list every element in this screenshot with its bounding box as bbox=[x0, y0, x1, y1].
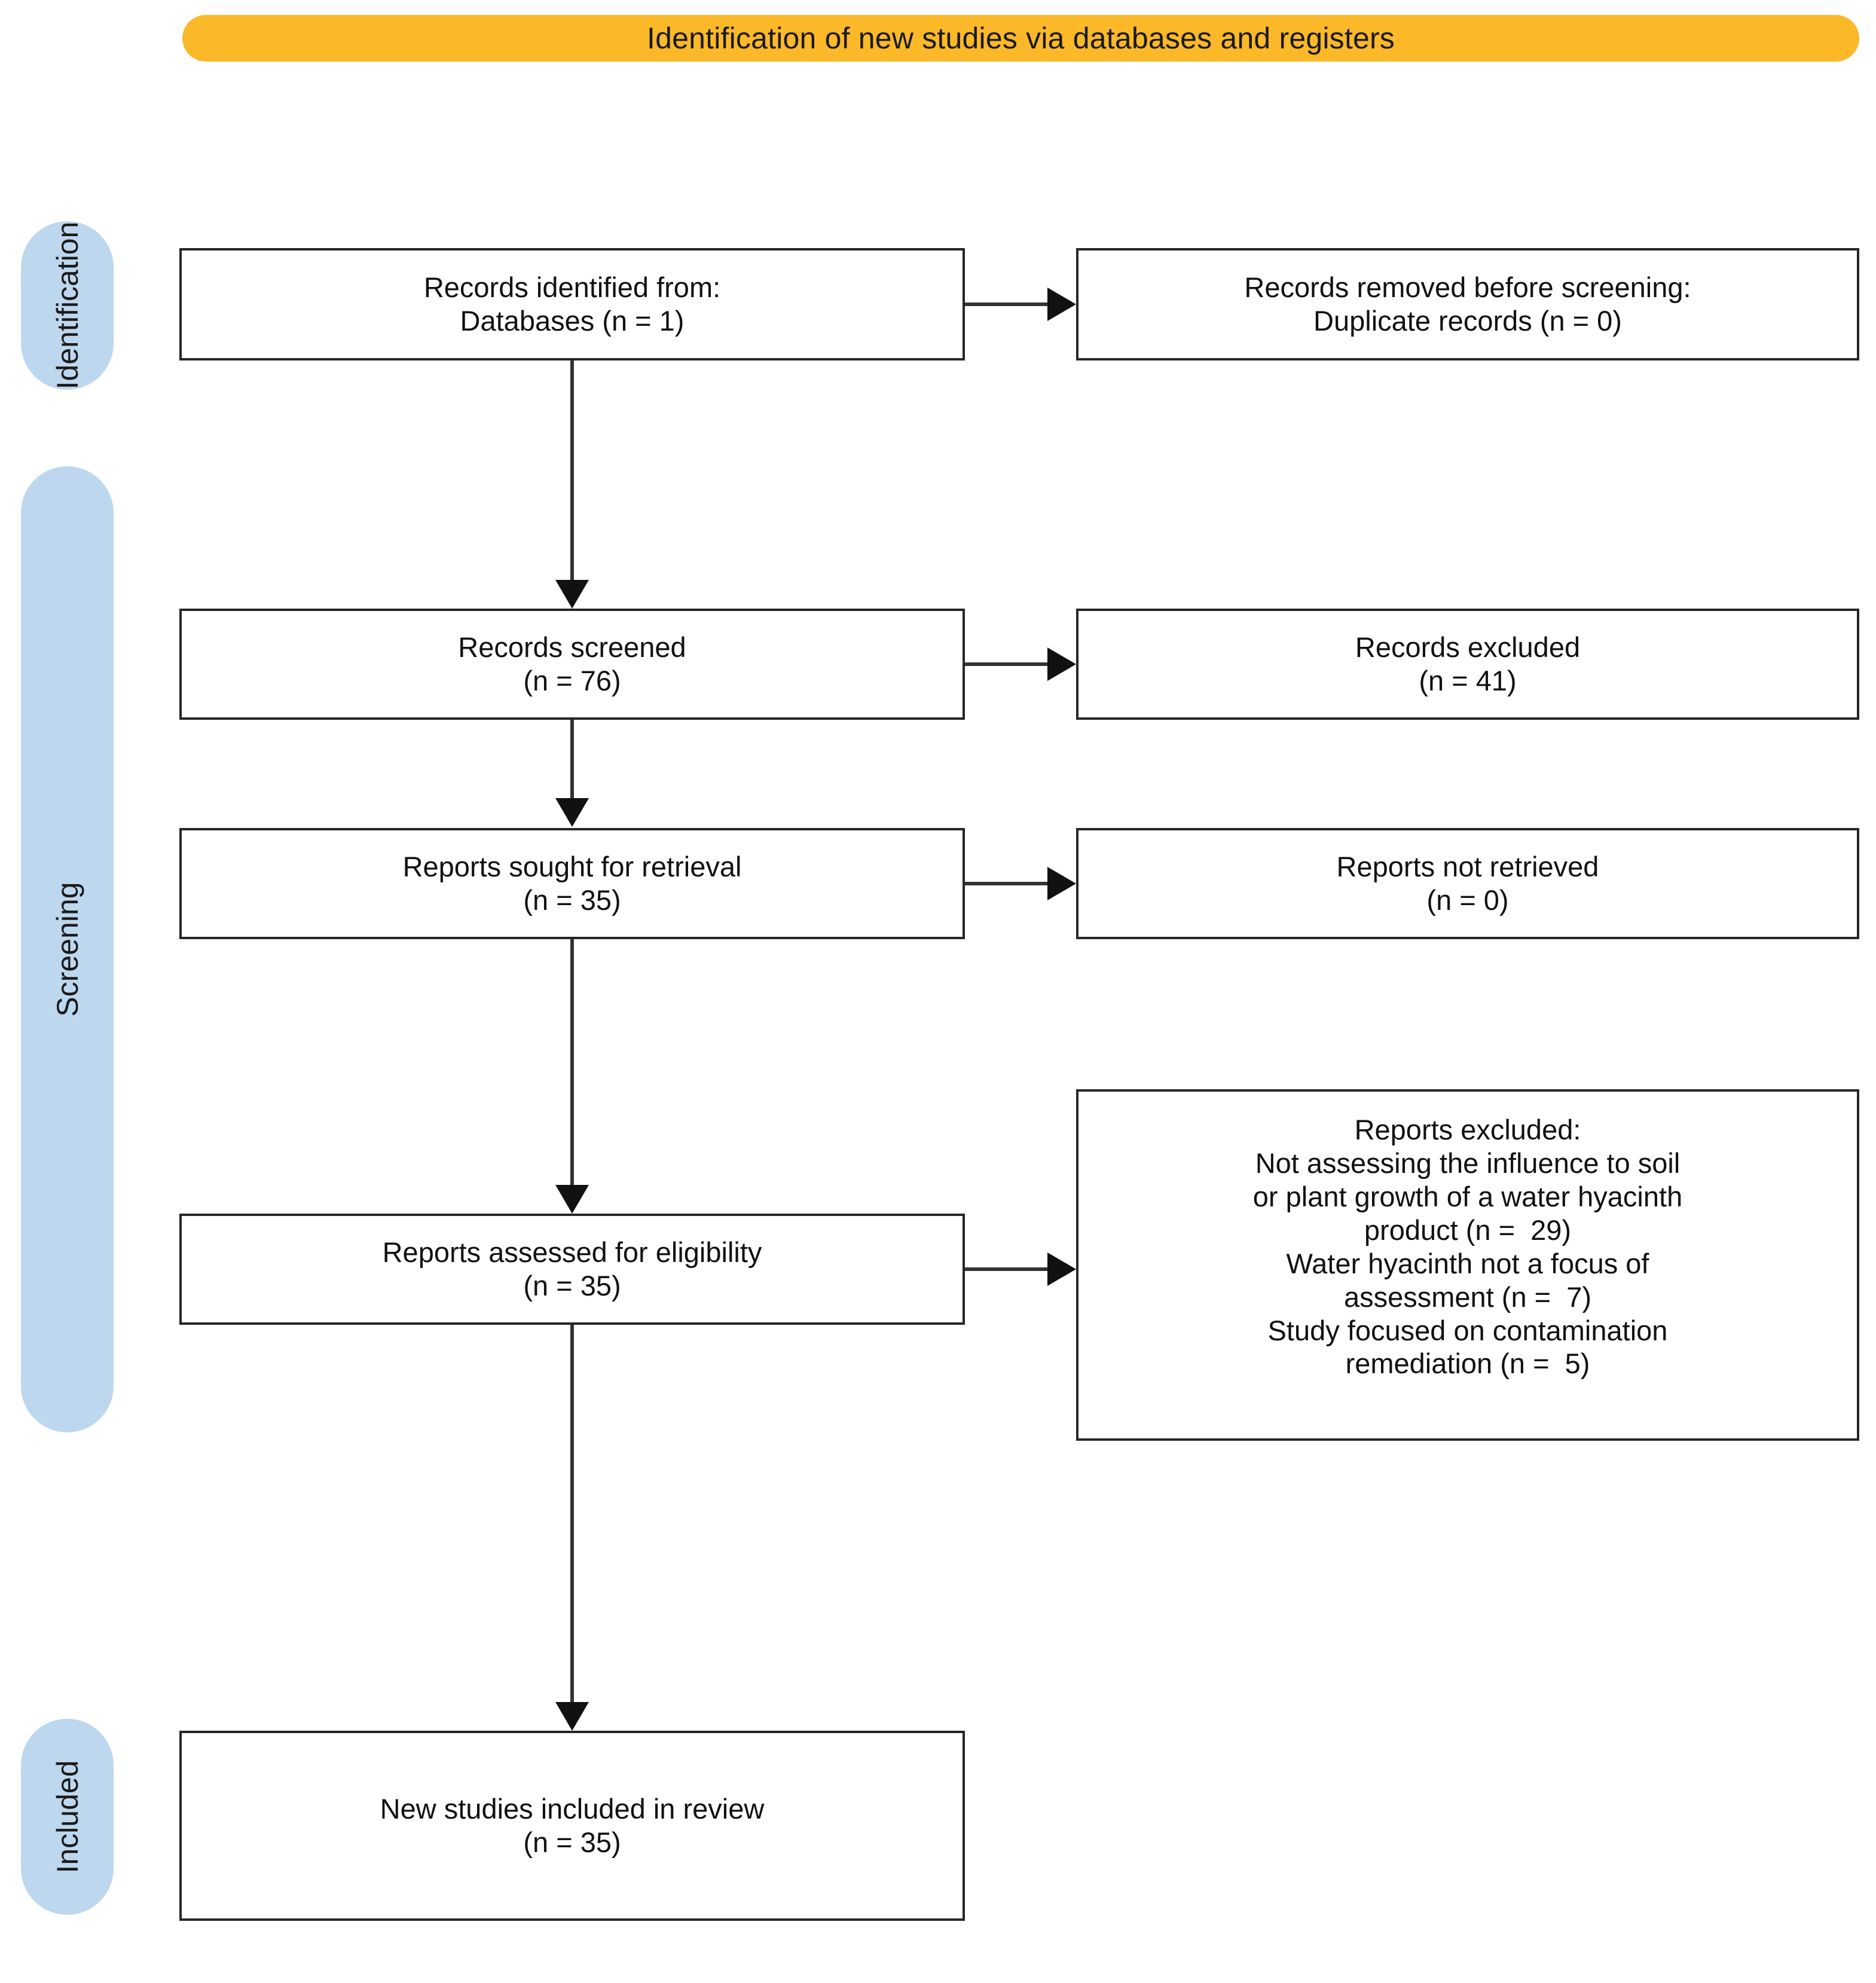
arrow-down-icon bbox=[555, 1185, 589, 1214]
box-reports-not-retrieved: Reports not retrieved (n = 0) bbox=[1076, 828, 1859, 939]
arrow-right-icon bbox=[1047, 1252, 1076, 1286]
stage-pill-identification: Identification bbox=[21, 221, 114, 390]
stage-label-included: Included bbox=[50, 1760, 84, 1874]
box-line: Records removed before screening: bbox=[1244, 271, 1691, 304]
box-line: New studies included in review bbox=[380, 1793, 765, 1825]
box-line: (n = 35) bbox=[523, 884, 621, 916]
connector-screened-to-excluded bbox=[965, 662, 1049, 666]
connector-sought-to-assessed bbox=[570, 939, 574, 1185]
arrow-down-icon bbox=[555, 1702, 589, 1731]
box-line: Not assessing the influence to soil bbox=[1255, 1147, 1681, 1179]
box-line: Records identified from: bbox=[423, 271, 721, 304]
stage-label-identification: Identification bbox=[50, 221, 84, 390]
box-records-excluded: Records excluded (n = 41) bbox=[1076, 609, 1859, 720]
box-line: (n = 35) bbox=[523, 1826, 621, 1858]
box-new-studies-included: New studies included in review (n = 35) bbox=[179, 1731, 965, 1921]
box-line: (n = 41) bbox=[1419, 665, 1517, 696]
arrow-down-icon bbox=[555, 580, 589, 609]
box-line: Reports excluded: bbox=[1354, 1114, 1581, 1145]
arrow-right-icon bbox=[1047, 647, 1076, 681]
box-line: Records screened bbox=[458, 631, 686, 664]
box-line: Reports not retrieved bbox=[1336, 851, 1599, 883]
connector-assessed-to-included bbox=[570, 1325, 574, 1702]
connector-assessed-to-reports-excluded bbox=[965, 1267, 1049, 1271]
arrow-right-icon bbox=[1047, 867, 1076, 900]
box-reports-sought-for-retrieval: Reports sought for retrieval (n = 35) bbox=[179, 828, 965, 939]
diagram-title: Identification of new studies via databa… bbox=[646, 22, 1395, 55]
box-line: remediation (n = 5) bbox=[1345, 1348, 1590, 1380]
connector-identified-to-screened bbox=[570, 360, 574, 580]
stage-pill-included: Included bbox=[21, 1719, 114, 1915]
box-line: product (n = 29) bbox=[1364, 1214, 1572, 1246]
box-line: Reports sought for retrieval bbox=[402, 851, 742, 883]
box-line: (n = 76) bbox=[523, 665, 621, 696]
box-records-identified: Records identified from: Databases (n = … bbox=[179, 248, 965, 360]
box-reports-excluded: Reports excluded: Not assessing the infl… bbox=[1076, 1089, 1859, 1441]
box-records-screened: Records screened (n = 76) bbox=[179, 609, 965, 720]
box-line: Water hyacinth not a focus of bbox=[1286, 1247, 1649, 1279]
stage-pill-screening: Screening bbox=[21, 466, 114, 1432]
box-line: Records excluded bbox=[1355, 631, 1581, 664]
box-line: Duplicate records (n = 0) bbox=[1313, 305, 1622, 337]
box-reports-assessed-for-eligibility: Reports assessed for eligibility (n = 35… bbox=[179, 1214, 965, 1325]
arrow-right-icon bbox=[1047, 288, 1076, 321]
stage-label-screening: Screening bbox=[50, 882, 84, 1017]
box-records-removed: Records removed before screening: Duplic… bbox=[1076, 248, 1859, 360]
box-line: (n = 35) bbox=[523, 1270, 621, 1301]
box-line: (n = 0) bbox=[1426, 884, 1509, 916]
connector-identified-to-removed bbox=[965, 303, 1049, 306]
diagram-header-banner: Identification of new studies via databa… bbox=[182, 15, 1859, 62]
connector-sought-to-not-retrieved bbox=[965, 882, 1049, 885]
box-line: Databases (n = 1) bbox=[460, 305, 685, 337]
box-line: Study focused on contamination bbox=[1267, 1314, 1668, 1346]
box-line: assessment (n = 7) bbox=[1343, 1281, 1592, 1313]
box-line: Reports assessed for eligibility bbox=[382, 1236, 762, 1269]
arrow-down-icon bbox=[555, 798, 589, 827]
connector-screened-to-sought bbox=[570, 720, 574, 798]
box-line: or plant growth of a water hyacinth bbox=[1252, 1180, 1683, 1212]
